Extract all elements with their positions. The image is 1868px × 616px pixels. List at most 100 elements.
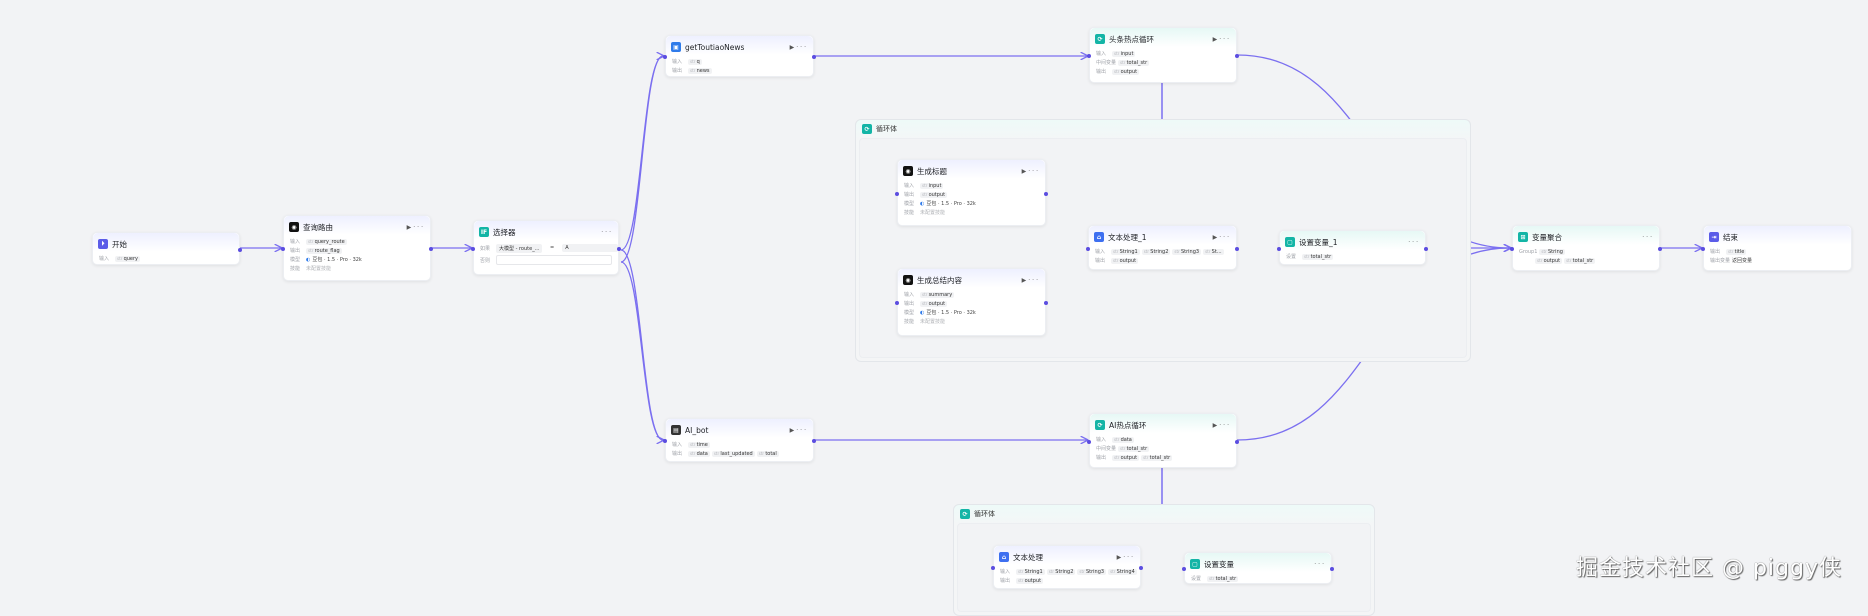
more-options-button[interactable]: ···	[1219, 35, 1231, 43]
run-button[interactable]: ▶	[1212, 35, 1220, 43]
output-port[interactable]	[617, 246, 621, 251]
more-options-button[interactable]: ···	[413, 223, 425, 231]
output-port[interactable]	[1235, 246, 1239, 251]
run-button[interactable]: ▶	[1116, 553, 1124, 561]
variable-tag: route_flag	[306, 247, 342, 254]
run-button[interactable]: ▶	[1212, 421, 1220, 429]
more-options-button[interactable]: ···	[1219, 421, 1231, 429]
node-gen-summary[interactable]: ◉生成总结内容▶···输入summary输出output模型◐豆包 · 1.5 …	[895, 268, 1048, 336]
node-header: ▢设置变量_1···	[1280, 231, 1425, 250]
else-branch-box	[496, 255, 612, 265]
output-port[interactable]	[1235, 439, 1239, 444]
output-port[interactable]	[429, 247, 433, 251]
more-options-button[interactable]: ···	[1642, 233, 1654, 241]
edge-selector-else-to-aibot[interactable]	[620, 261, 663, 440]
condition-expression[interactable]: 大模型 - route_... = A	[496, 243, 619, 253]
node-end[interactable]: ⇥结束输出title输出变量返回变量	[1701, 225, 1852, 271]
edge-selector-if-to-toutiao[interactable]	[620, 56, 663, 251]
output-port[interactable]	[238, 247, 242, 252]
condition-right-value[interactable]: A	[562, 244, 619, 252]
edge-selector-to-aibot[interactable]	[620, 249, 664, 441]
param-row: 中间变量total_str	[1096, 444, 1230, 453]
param-row: 输出变量返回变量	[1710, 256, 1845, 265]
param-row: 模型◐豆包 · 1.5 · Pro · 32k	[904, 199, 1039, 208]
variable-tag: String2	[1046, 568, 1076, 575]
input-port[interactable]	[1087, 54, 1091, 58]
edge-selector-to-toutiao[interactable]	[620, 55, 664, 263]
input-port[interactable]	[895, 301, 899, 305]
param-label: 技能	[290, 266, 301, 272]
node-gen-title[interactable]: ◉生成标题▶···输入input输出output模型◐豆包 · 1.5 · Pr…	[895, 159, 1048, 226]
run-button[interactable]: ▶	[1021, 167, 1029, 175]
input-port[interactable]	[281, 247, 285, 251]
node-title: 生成标题	[917, 166, 947, 176]
run-button[interactable]: ▶	[789, 426, 797, 434]
input-port[interactable]	[663, 55, 667, 59]
param-label: 输入	[672, 442, 683, 448]
model-icon: ◐	[920, 200, 925, 207]
node-header: ⌂文本处理_1▶···	[1089, 226, 1236, 245]
output-port[interactable]	[1330, 567, 1334, 571]
node-header: ⟳头条热点循环▶···	[1090, 28, 1236, 47]
more-options-button[interactable]: ···	[1028, 276, 1040, 284]
param-label: 输入	[904, 292, 915, 298]
node-set-var-1[interactable]: ▢设置变量_1···设置total_str	[1277, 230, 1428, 265]
output-port[interactable]	[1044, 301, 1048, 305]
run-button[interactable]: ▶	[1212, 233, 1220, 241]
plugin-icon: ▣	[671, 42, 681, 52]
more-options-button[interactable]: ···	[796, 426, 808, 434]
node-query-router[interactable]: ◉查询路由▶···输入query_route输出route_flag模型◐豆包 …	[281, 215, 433, 281]
more-options-button[interactable]: ···	[1314, 560, 1326, 568]
input-port[interactable]	[1086, 246, 1090, 251]
more-options-button[interactable]: ···	[796, 43, 808, 51]
node-start[interactable]: ⏵开始输入query	[92, 232, 242, 265]
variable-tag: summary	[920, 291, 955, 298]
more-options-button[interactable]: ···	[601, 228, 613, 236]
node-params: 输入input中间变量total_str输出output	[1090, 47, 1236, 79]
output-port[interactable]	[1044, 191, 1048, 196]
run-button[interactable]: ▶	[1021, 276, 1029, 284]
output-port[interactable]	[1658, 247, 1662, 251]
node-get-toutiao-news[interactable]: ▣getToutiaoNews▶···输入q输出news	[663, 35, 816, 77]
input-port[interactable]	[1087, 439, 1091, 444]
run-button[interactable]: ▶	[789, 43, 797, 51]
input-port[interactable]	[895, 191, 899, 196]
output-port[interactable]	[812, 55, 816, 59]
condition-operator[interactable]: =	[550, 245, 555, 251]
node-set-var[interactable]: ▢设置变量···设置total_str	[1182, 552, 1334, 584]
node-text-process-1[interactable]: ⌂文本处理_1▶···输入String1String2String3St...输…	[1086, 225, 1239, 270]
param-label: 输入	[1096, 437, 1107, 443]
param-row: 设置total_str	[1191, 574, 1325, 583]
param-label: 输出变量	[1710, 258, 1731, 264]
node-text-process[interactable]: ⌂文本处理▶···输入String1String2String3String4输…	[991, 545, 1143, 589]
param-row: 输入String1String2String3St...	[1095, 247, 1230, 256]
input-port[interactable]	[1701, 247, 1705, 251]
output-port[interactable]	[812, 439, 816, 443]
more-options-button[interactable]: ···	[1219, 233, 1231, 241]
input-port[interactable]	[1182, 567, 1186, 571]
node-toutiao-loop[interactable]: ⟳头条热点循环▶···输入input中间变量total_str输出output	[1087, 27, 1239, 83]
node-ai-bot[interactable]: ▤AI_bot▶···输入time输出datalast_updatedtotal	[663, 418, 816, 462]
param-label: 设置	[1286, 254, 1297, 260]
more-options-button[interactable]: ···	[1408, 238, 1420, 246]
loop-body-title: 循环体	[974, 510, 995, 518]
param-row: 输出outputtotal_str	[1096, 453, 1230, 462]
node-ai-loop[interactable]: ⟳AI热点循环▶···输入data中间变量total_str输出outputto…	[1087, 413, 1239, 468]
input-port[interactable]	[471, 246, 475, 251]
variable-tag: query	[115, 255, 141, 262]
more-options-button[interactable]: ···	[1028, 167, 1040, 175]
node-header: ▤AI_bot▶···	[666, 419, 813, 438]
more-options-button[interactable]: ···	[1123, 553, 1135, 561]
input-port[interactable]	[991, 566, 995, 570]
input-port[interactable]	[1277, 246, 1281, 251]
node-var-aggregate[interactable]: ⊞变量聚合···Group1Stringoutputtotal_str	[1510, 225, 1662, 271]
output-port[interactable]	[1424, 246, 1428, 251]
variable-tag: total_str	[1207, 575, 1239, 582]
condition-left-select[interactable]: 大模型 - route_...	[496, 243, 542, 253]
run-button[interactable]: ▶	[406, 223, 414, 231]
output-port[interactable]	[1235, 54, 1239, 58]
input-port[interactable]	[1510, 247, 1514, 251]
output-port[interactable]	[1139, 566, 1143, 570]
input-port[interactable]	[663, 439, 667, 443]
